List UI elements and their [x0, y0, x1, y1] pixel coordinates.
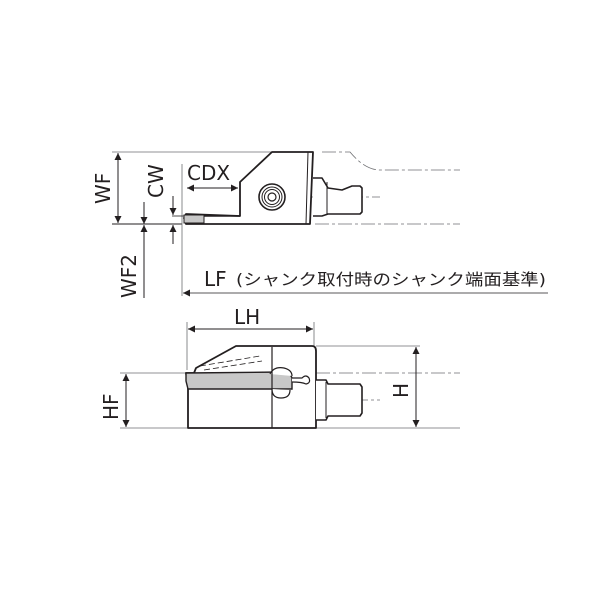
- h-label: H: [389, 383, 413, 398]
- clamp-slot-top: [269, 367, 293, 377]
- lf-label: LF: [204, 267, 227, 291]
- lf-note: (シャンク取付時のシャンク端面基準): [236, 270, 546, 289]
- side-view: LH HF H: [99, 305, 460, 429]
- hidden-line-1: [199, 355, 261, 367]
- cw-label: CW: [144, 164, 168, 198]
- body-inner-edge: [305, 151, 309, 225]
- hidden-line-2: [203, 360, 263, 371]
- cdx-label: CDX: [187, 161, 230, 185]
- wf2-label: WF2: [117, 254, 141, 298]
- shank-phantom-top-line: [322, 151, 460, 171]
- top-view: WF CW WF2 CDX LF (シャンク取付時のシャンク端面基準): [91, 151, 548, 298]
- shank-stub: [313, 177, 363, 217]
- clamp-screw-icon: [258, 183, 286, 211]
- clamp-slot-bottom: [271, 388, 291, 399]
- hf-label: HF: [99, 393, 123, 420]
- lh-label: LH: [234, 305, 260, 329]
- slit-relief: [291, 375, 311, 385]
- insert-top: [183, 214, 205, 224]
- side-shank-stub: [316, 379, 363, 421]
- wf-label: WF: [91, 173, 115, 204]
